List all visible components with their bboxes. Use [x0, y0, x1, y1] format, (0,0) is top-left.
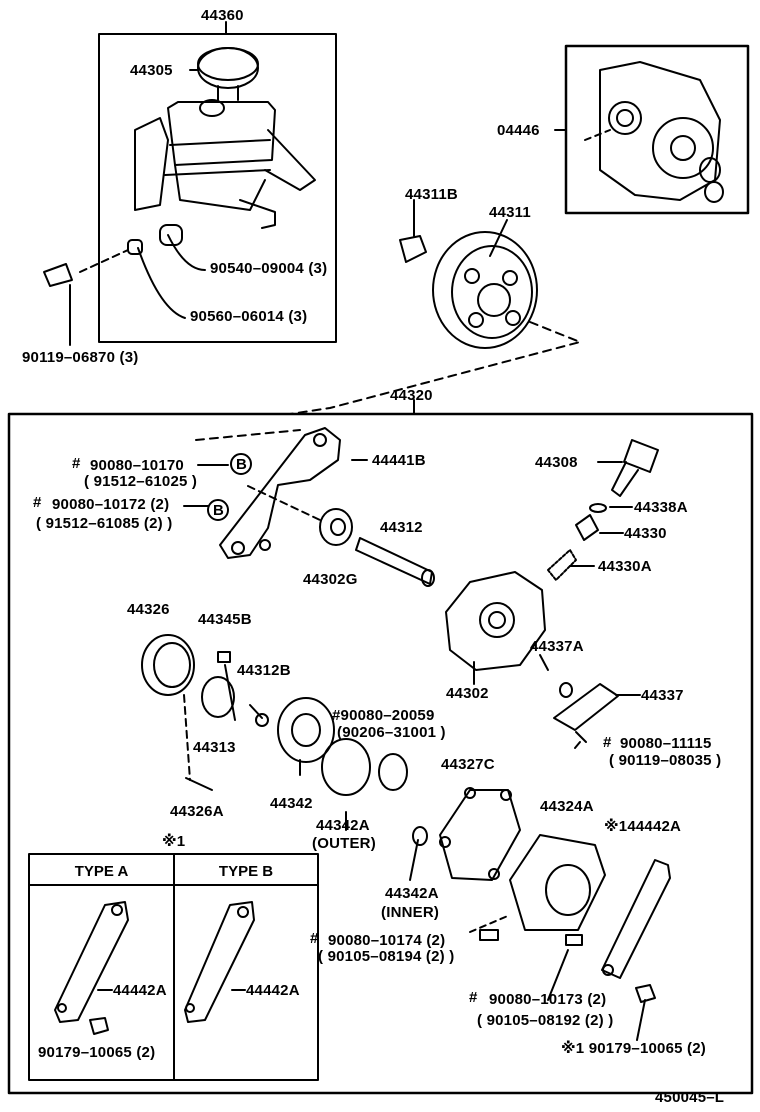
label-bolt-1: 90080–10170	[90, 457, 184, 474]
cam-ring-drawing	[141, 634, 269, 791]
label-valve: 44330	[624, 525, 667, 542]
label-bolt-2: 90080–10172 (2)	[52, 496, 170, 513]
label-gasket: 44327C	[441, 756, 495, 773]
label-vane: 44345B	[198, 611, 252, 628]
label-inset-mark: ※1	[162, 833, 186, 850]
label-hash-cover-2: #	[469, 989, 478, 1006]
label-inset-stay-a: 44442A	[113, 982, 167, 999]
callout-b-2: B	[213, 502, 225, 519]
pulley-drawing	[399, 231, 538, 349]
label-housing: 44302	[446, 685, 489, 702]
bracket-drawing	[219, 427, 341, 559]
label-oring-outlet: 44337A	[530, 638, 584, 655]
seal-kit-frame	[564, 44, 750, 215]
label-collar: 90560–06014 (3)	[190, 308, 308, 325]
shaft-drawing	[355, 537, 435, 587]
label-bolt-1-alt: ( 91512–61025 )	[84, 473, 198, 490]
label-stay-nut: ※1 90179–10065 (2)	[561, 1040, 706, 1057]
label-oring-inner: 44342A	[385, 885, 439, 902]
callout-b-1: B	[236, 456, 248, 473]
label-reservoir-assy: 44360	[201, 7, 244, 24]
label-plate-bolt-alt: (90206–31001 )	[337, 724, 446, 741]
label-pump-assy: 44320	[390, 387, 433, 404]
label-oring-outer-note: (OUTER)	[312, 835, 376, 852]
plate-drawing	[277, 697, 428, 846]
stay-drawing	[601, 859, 671, 1003]
label-pin: 44326A	[170, 803, 224, 820]
label-cam-ring: 44326	[127, 601, 170, 618]
label-outlet-bolt: 90080–11115	[620, 735, 712, 752]
label-union: 44308	[535, 454, 578, 471]
label-oring-union: 44338A	[634, 499, 688, 516]
label-cover-bolt-2-alt: ( 90105–08192 (2) )	[477, 1012, 614, 1029]
label-type-a: TYPE A	[74, 863, 129, 880]
bolt-shape	[43, 263, 73, 287]
label-pulley-nut: 44311B	[405, 186, 458, 203]
union-drawing	[547, 439, 659, 581]
label-spring: 44330A	[598, 558, 652, 575]
label-reservoir-cap: 44305	[130, 62, 173, 79]
label-hash-cover-1: #	[310, 930, 319, 947]
label-bolt: 90119–06870 (3)	[22, 349, 139, 366]
label-cover-bolt-1-alt: ( 90105–08194 (2) )	[318, 948, 455, 965]
cover-drawing	[479, 834, 606, 946]
label-oring-inner-note: (INNER)	[381, 904, 440, 921]
label-stay: ※144442A	[604, 818, 682, 835]
label-hash-outlet: #	[603, 734, 612, 751]
label-cover-bolt-2: 90080–10173 (2)	[489, 991, 607, 1008]
label-inset-nut: 90179–10065 (2)	[38, 1044, 156, 1061]
reservoir-tank	[134, 47, 316, 229]
label-cover-bolt-1: 90080–10174 (2)	[328, 932, 446, 949]
housing-drawing	[445, 571, 546, 671]
label-inset-stay-b: 44442A	[246, 982, 300, 999]
pump-assy-frame	[7, 412, 754, 1095]
inset-stay-b	[184, 901, 255, 1023]
label-seal-kit: 04446	[497, 122, 540, 139]
figure-id: 450045–L	[655, 1089, 725, 1106]
label-hash-1: #	[72, 455, 81, 472]
label-oring-outer: 44342A	[316, 817, 370, 834]
label-hash-2: #	[33, 494, 42, 511]
label-pulley: 44311	[489, 204, 531, 221]
label-shaft: 44312	[380, 519, 423, 536]
callout-b-1-circle	[230, 453, 252, 475]
callout-b-2-circle	[207, 499, 229, 521]
outlet-drawing	[553, 682, 619, 749]
grommet-shape	[159, 224, 183, 246]
collar-shape	[127, 239, 143, 255]
label-type-b: TYPE B	[218, 863, 274, 880]
gasket-drawing	[439, 787, 521, 881]
label-snap-ring: 44312B	[237, 662, 291, 679]
label-bracket: 44441B	[372, 452, 426, 469]
label-outlet: 44337	[641, 687, 684, 704]
seal-kit-drawing	[584, 61, 724, 203]
label-cover: 44324A	[540, 798, 594, 815]
label-bolt-2-alt: ( 91512–61085 (2) )	[36, 515, 173, 532]
inset-stay-a	[54, 901, 129, 1035]
bearing-drawing	[319, 508, 353, 546]
label-grommet: 90540–09004 (3)	[210, 260, 328, 277]
reservoir-group-frame	[98, 33, 337, 343]
label-bearing: 44302G	[303, 571, 358, 588]
label-plate-bolt: #90080–20059	[332, 707, 435, 724]
label-outlet-bolt-alt: ( 90119–08035 )	[609, 752, 722, 769]
label-rotor: 44313	[193, 739, 236, 756]
label-plate: 44342	[270, 795, 313, 812]
